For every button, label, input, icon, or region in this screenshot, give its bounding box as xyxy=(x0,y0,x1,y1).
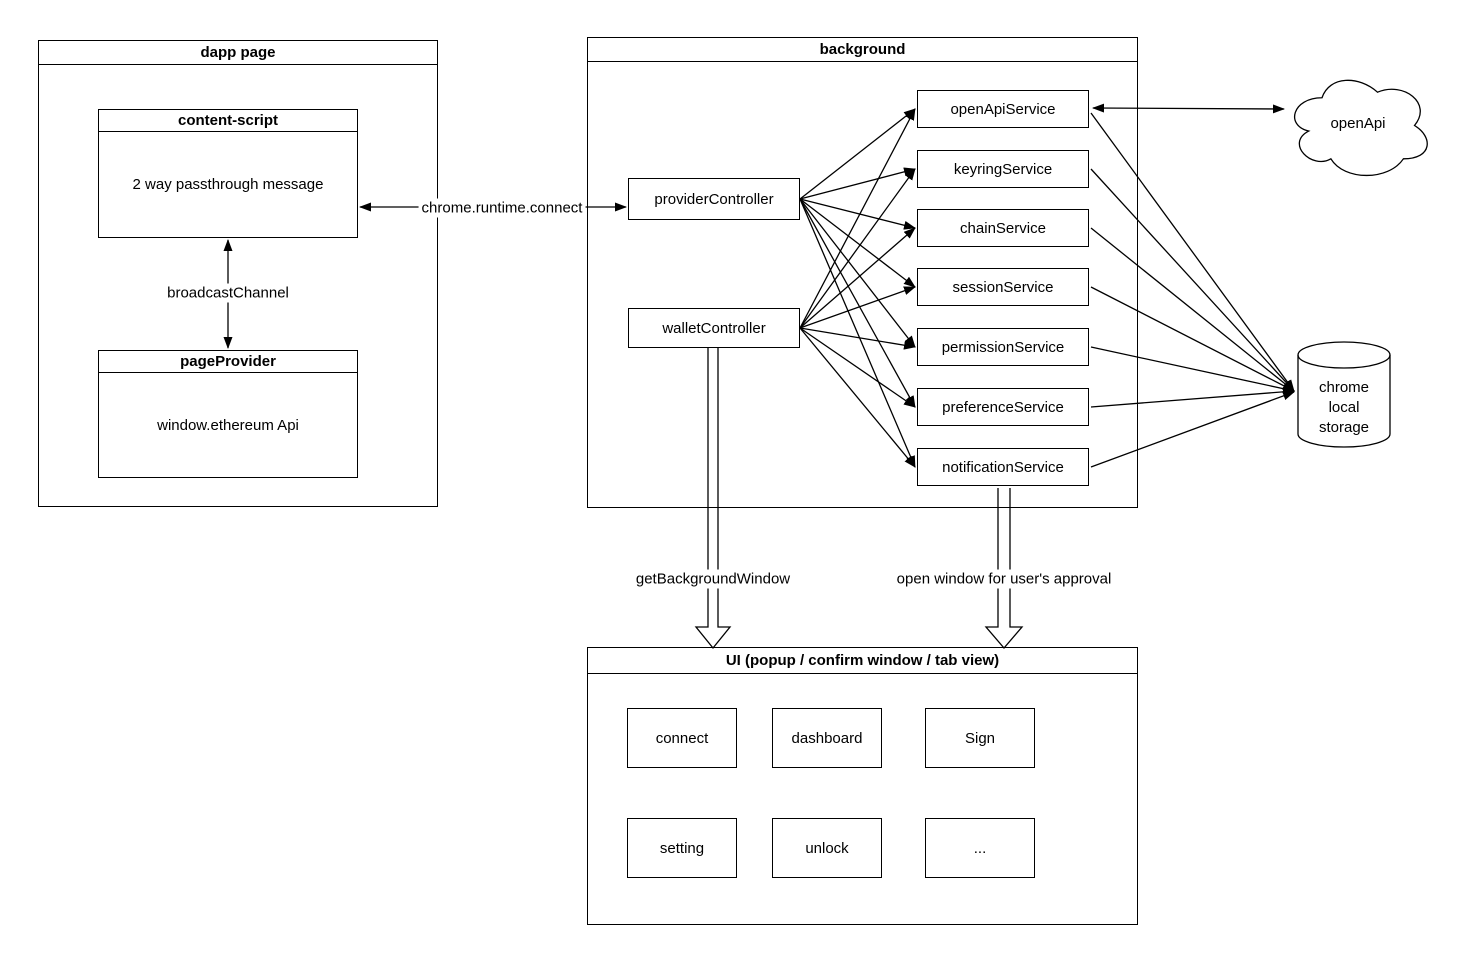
ui-box-more: ... xyxy=(925,818,1035,878)
dapp-page-title: dapp page xyxy=(39,41,437,65)
wallet-controller-node: walletController xyxy=(628,308,800,348)
content-script-body: 2 way passthrough message xyxy=(132,176,324,193)
wallet-controller-label: walletController xyxy=(662,319,766,337)
ui-title: UI (popup / confirm window / tab view) xyxy=(588,648,1137,674)
ui-box-label: setting xyxy=(659,839,705,857)
storage-label: chrome local storage xyxy=(1319,378,1369,438)
content-script-title: content-script xyxy=(99,110,357,132)
service-node-preference: preferenceService xyxy=(917,388,1089,426)
ui-box-label: dashboard xyxy=(791,729,863,747)
open-window-approval-label: open window for user's approval xyxy=(893,569,1115,589)
service-label: openApiService xyxy=(950,100,1056,118)
ui-box-label: connect xyxy=(655,729,709,747)
background-title: background xyxy=(588,38,1137,62)
service-label: sessionService xyxy=(952,278,1054,296)
get-background-window-label: getBackgroundWindow xyxy=(632,569,794,589)
ui-box-setting: setting xyxy=(627,818,737,878)
storage-cylinder-rim xyxy=(1297,354,1391,369)
dapp-page-container: dapp page xyxy=(38,40,438,507)
ui-box-sign: Sign xyxy=(925,708,1035,768)
service-node-chain: chainService xyxy=(917,209,1089,247)
ui-box-label: Sign xyxy=(964,729,996,747)
storage-label-line2: local xyxy=(1328,399,1360,416)
background-container: background xyxy=(587,37,1138,508)
storage-label-line1: chrome xyxy=(1318,379,1370,396)
ui-box-label: ... xyxy=(973,839,987,857)
service-label: preferenceService xyxy=(942,398,1064,416)
service-label: keyringService xyxy=(953,160,1053,178)
service-node-permission: permissionService xyxy=(917,328,1089,366)
open-api-cloud-label: openApi xyxy=(1330,115,1386,132)
service-node-openapi: openApiService xyxy=(917,90,1089,128)
content-script-node: content-script 2 way passthrough message xyxy=(98,109,358,238)
page-provider-body: window.ethereum Api xyxy=(157,416,299,434)
storage-label-line3: storage xyxy=(1318,419,1370,436)
broadcast-channel-label: broadcastChannel xyxy=(164,283,292,303)
service-node-keyring: keyringService xyxy=(917,150,1089,188)
service-label: permissionService xyxy=(941,338,1065,356)
ui-box-unlock: unlock xyxy=(772,818,882,878)
ui-container: UI (popup / confirm window / tab view) xyxy=(587,647,1138,925)
service-label: notificationService xyxy=(942,458,1064,476)
ui-box-connect: connect xyxy=(627,708,737,768)
service-node-session: sessionService xyxy=(917,268,1089,306)
service-label: chainService xyxy=(960,219,1046,237)
page-provider-node: pageProvider window.ethereum Api xyxy=(98,350,358,478)
provider-controller-label: providerController xyxy=(654,190,774,208)
page-provider-title: pageProvider xyxy=(99,351,357,373)
runtime-connect-label: chrome.runtime.connect xyxy=(418,198,586,218)
ui-box-dashboard: dashboard xyxy=(772,708,882,768)
block-arrow-open-window xyxy=(984,488,1024,649)
ui-box-label: unlock xyxy=(805,839,849,857)
provider-controller-node: providerController xyxy=(628,178,800,220)
service-node-notification: notificationService xyxy=(917,448,1089,486)
